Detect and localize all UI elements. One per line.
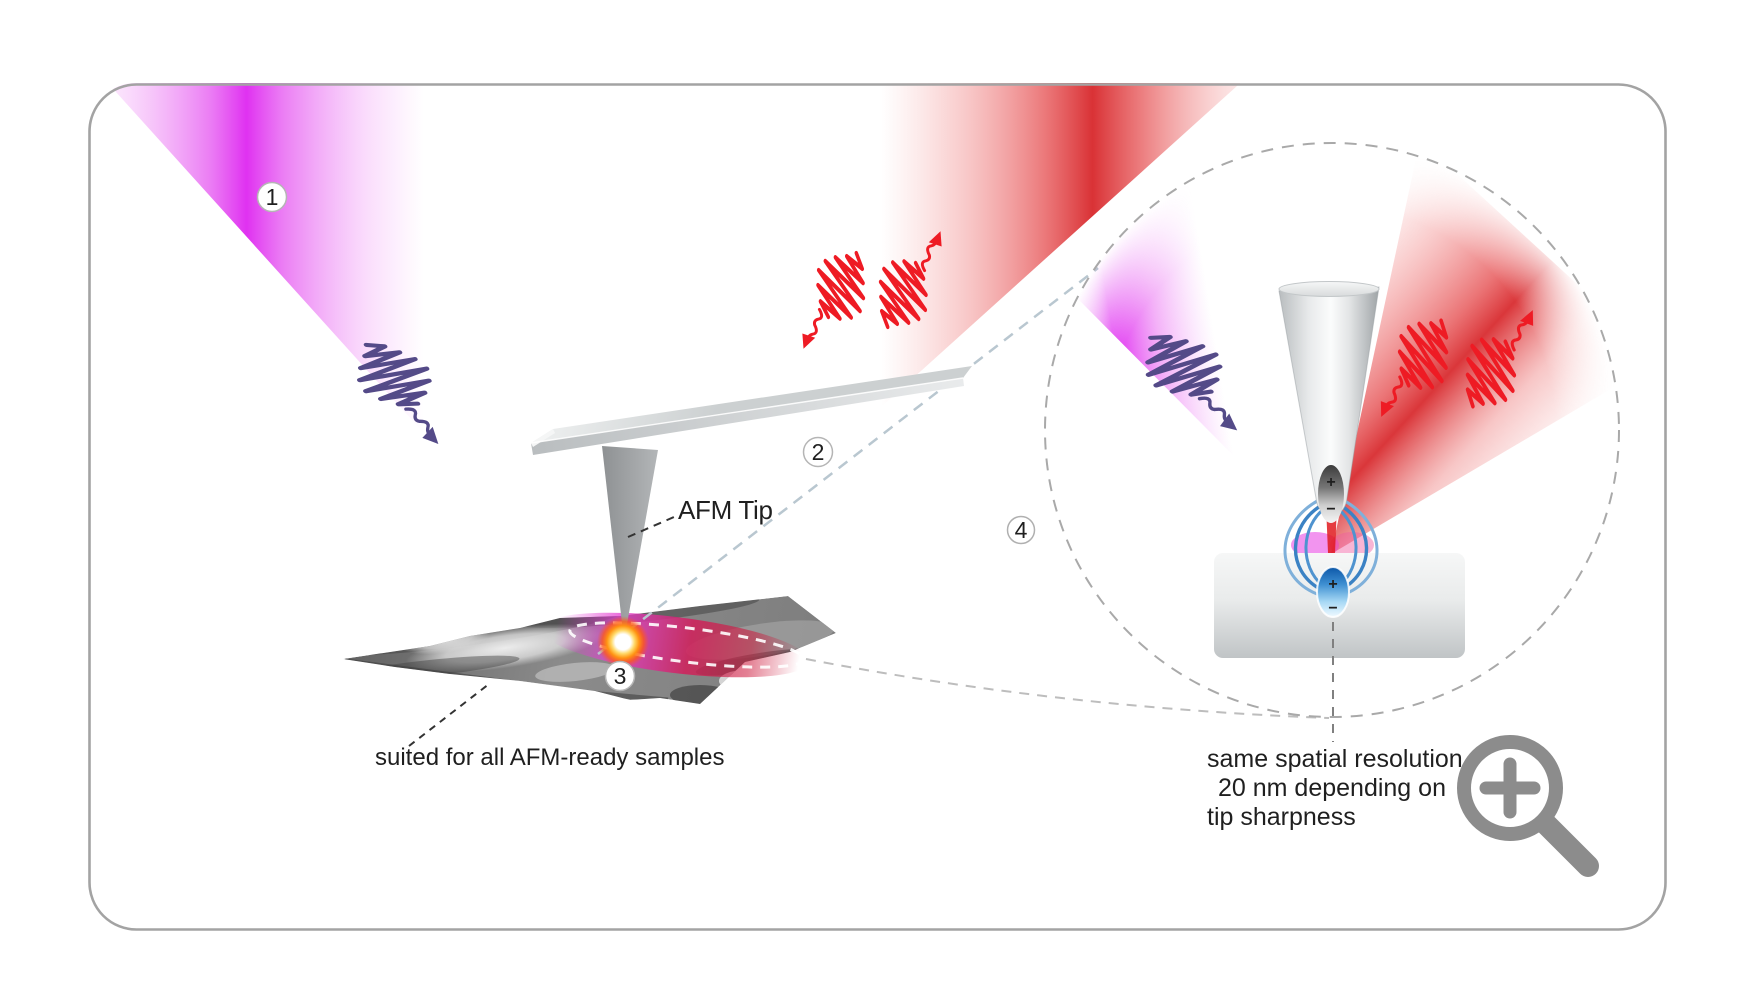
badge-3: 3 [604, 660, 636, 692]
inset-scattered-beam [1331, 140, 1660, 554]
tip-plus-symbol: + [1326, 474, 1335, 491]
sample-mirror-charge: + − [1316, 566, 1350, 618]
afm-tip-pyramid [602, 446, 658, 641]
zoom-callout-line-lower [805, 658, 1330, 719]
badge-3-label: 3 [614, 663, 627, 689]
inset-excitation-beam [965, 150, 1331, 554]
afm-tip-label: AFM Tip [678, 495, 773, 525]
sample-note-leader-line [408, 683, 490, 747]
badge-4-label: 4 [1015, 517, 1028, 543]
near-field-glow [597, 616, 649, 668]
zoom-callout-line-upper [597, 267, 1099, 655]
zoom-inset-circle [1044, 142, 1620, 718]
resolution-line3: tip sharpness [1207, 803, 1356, 831]
card-border [88, 83, 1667, 931]
zoom-inset: + − + − 4 [965, 140, 1660, 742]
afm-cantilever [530, 366, 972, 455]
resolution-line2: 20 nm depending on [1218, 774, 1446, 802]
badge-1-label: 1 [266, 184, 279, 210]
tip-apex-charge: + − [1318, 465, 1344, 523]
hot-spot-outline [568, 621, 806, 669]
badge-2-label: 2 [812, 439, 825, 465]
sample-note-label: suited for all AFM-ready samples [375, 744, 724, 771]
tip-minus-symbol: − [1326, 501, 1335, 518]
inset-tip-cone [1278, 281, 1380, 516]
zoom-in-icon [1457, 735, 1599, 877]
resolution-line1: same spatial resolution [1207, 745, 1463, 773]
sample-minus-symbol: − [1328, 600, 1337, 617]
badge-4: 4 [1006, 515, 1036, 545]
badge-1: 1 [256, 181, 288, 213]
badge-2: 2 [802, 436, 834, 468]
excitation-beam-magenta [88, 83, 616, 646]
sample-plus-symbol: + [1328, 576, 1337, 593]
resolution-note: same spatial resolution 20 nm depending … [1207, 745, 1463, 831]
